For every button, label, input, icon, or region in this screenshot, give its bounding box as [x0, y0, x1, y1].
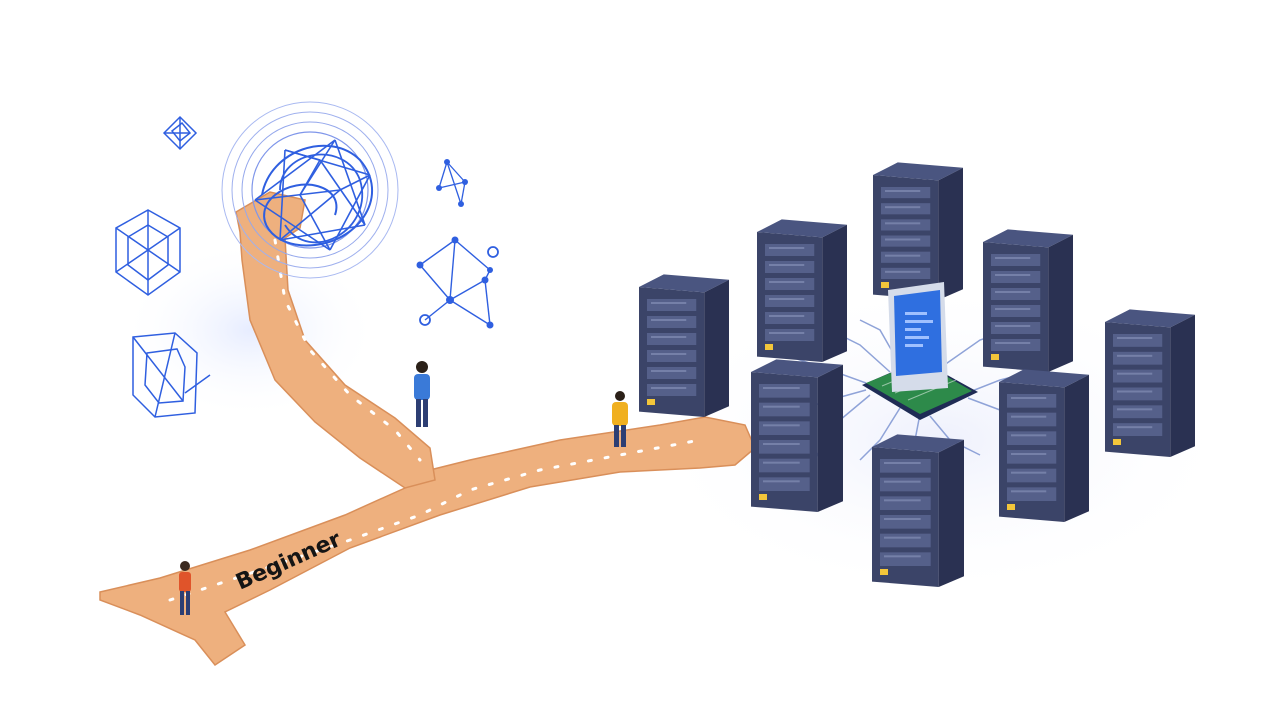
small-cube-icon: [162, 115, 198, 151]
server-rack-7: [999, 369, 1089, 522]
server-rack-6: [751, 359, 843, 512]
person-middle: [414, 361, 430, 427]
server-rack-2: [757, 219, 847, 362]
server-rack-8: [872, 434, 964, 587]
server-rack-1: [873, 162, 963, 300]
isometric-cube-icon: [115, 209, 181, 296]
person-beginner: [179, 561, 191, 615]
learning-path: [99, 191, 756, 667]
monitor-icon: [888, 282, 948, 392]
server-rack-4: [639, 274, 729, 417]
central-chip: [862, 282, 978, 420]
path-dashes: [168, 238, 702, 602]
person-advanced: [612, 391, 628, 447]
node-graph-icon: [436, 159, 468, 207]
network-graph-icon: [416, 236, 499, 329]
server-rack-3: [983, 229, 1073, 372]
server-rack-5: [1105, 309, 1195, 457]
wireframe-box-icon: [132, 332, 211, 418]
server-cluster: [639, 162, 1195, 587]
path-curve-segment: [235, 191, 436, 489]
neural-sphere-icon: [221, 101, 399, 279]
